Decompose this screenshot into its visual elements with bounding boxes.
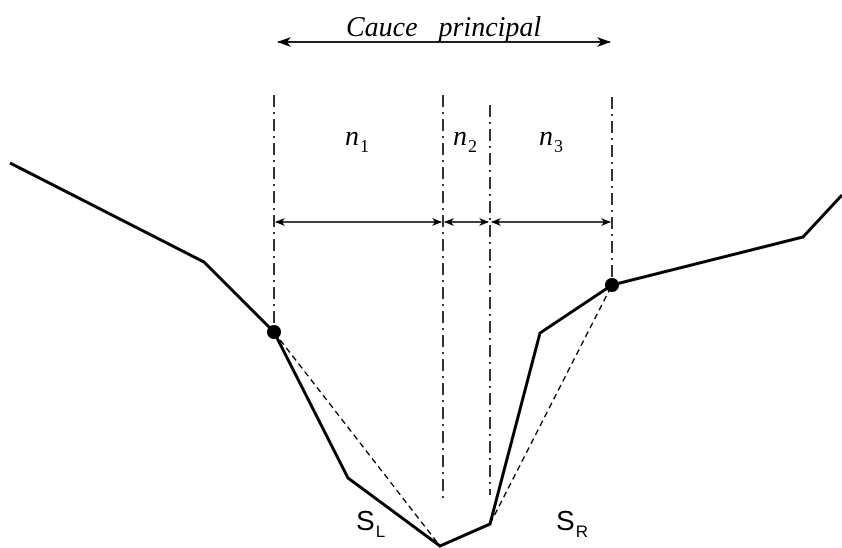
channel-ground-profile [9,161,842,548]
left-slope-dashed-line [273,331,441,547]
right-slope-dashed-line [489,284,613,525]
left-bank-point [267,325,281,339]
left-slope-label: SL [356,505,385,541]
subsection-2-label: n2 [453,121,477,156]
right-bank-point [605,278,619,292]
subsection-1-label: n1 [345,121,369,156]
right-slope-label: SR [556,505,588,541]
subsection-3-label: n3 [539,121,563,156]
diagram-title: Cauce principal [346,12,541,43]
